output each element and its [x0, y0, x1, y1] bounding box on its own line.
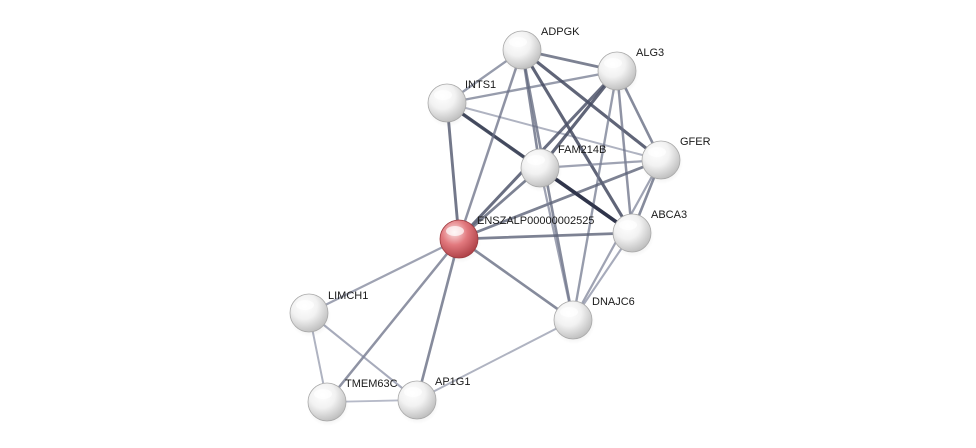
sphere-highlight: [446, 226, 464, 236]
edge-enszalp00000002525-tmem63c: [325, 237, 461, 404]
node-label-ap1g1: AP1G1: [435, 376, 470, 388]
edge-alg3-abca3: [615, 69, 634, 235]
edge-ap1g1-dnajc6: [416, 319, 574, 401]
node-label-limch1: LIMCH1: [328, 290, 368, 302]
sphere-highlight: [314, 389, 332, 399]
node-limch1[interactable]: LIMCH1: [289, 290, 368, 337]
edge-gfer-enszalp00000002525: [457, 158, 663, 241]
edge-enszalp00000002525-abca3: [457, 231, 634, 241]
node-label-alg3: ALG3: [636, 47, 664, 59]
edge-enszalp00000002525-limch1: [307, 237, 461, 315]
node-enszalp00000002525[interactable]: ENSZALP00000002525: [439, 215, 594, 263]
protein-sphere[interactable]: [597, 51, 637, 91]
node-dnajc6[interactable]: DNAJC6: [553, 296, 635, 344]
query-protein-sphere[interactable]: [439, 219, 479, 259]
node-label-tmem63c: TMEM63C: [345, 378, 398, 390]
protein-sphere[interactable]: [307, 382, 347, 422]
node-ints1[interactable]: INTS1: [427, 79, 496, 127]
protein-sphere[interactable]: [612, 213, 652, 253]
protein-sphere[interactable]: [289, 293, 329, 333]
node-gfer[interactable]: GFER: [641, 136, 711, 184]
node-label-enszalp00000002525: ENSZALP00000002525: [477, 215, 594, 227]
sphere-highlight: [404, 387, 422, 397]
sphere-highlight: [604, 58, 622, 68]
edge-ints1-alg3: [445, 69, 619, 105]
sphere-highlight: [648, 147, 666, 157]
edge-alg3-dnajc6: [571, 69, 619, 322]
protein-sphere[interactable]: [397, 380, 437, 420]
node-ap1g1[interactable]: AP1G1: [397, 376, 470, 424]
sphere-highlight: [434, 90, 452, 100]
node-label-abca3: ABCA3: [651, 209, 687, 221]
protein-sphere[interactable]: [520, 148, 560, 188]
node-alg3[interactable]: ALG3: [597, 47, 664, 95]
node-tmem63c[interactable]: TMEM63C: [307, 378, 398, 426]
sphere-highlight: [296, 300, 314, 310]
edge-enszalp00000002525-ap1g1: [415, 237, 461, 402]
sphere-highlight: [619, 220, 637, 230]
protein-sphere[interactable]: [502, 30, 542, 70]
node-abca3[interactable]: ABCA3: [612, 209, 687, 257]
protein-sphere[interactable]: [553, 300, 593, 340]
protein-sphere[interactable]: [641, 140, 681, 180]
edge-adpgk-enszalp00000002525: [457, 48, 524, 241]
node-fam214b[interactable]: FAM214B: [520, 144, 606, 192]
edge-fam214b-dnajc6: [538, 166, 575, 322]
node-label-ints1: INTS1: [465, 79, 496, 91]
sphere-highlight: [527, 155, 545, 165]
sphere-highlight: [509, 37, 527, 47]
node-label-fam214b: FAM214B: [558, 144, 606, 156]
sphere-highlight: [560, 307, 578, 317]
node-label-gfer: GFER: [680, 136, 711, 148]
node-label-dnajc6: DNAJC6: [592, 296, 635, 308]
edge-adpgk-abca3: [520, 48, 634, 235]
node-adpgk[interactable]: ADPGK: [502, 26, 580, 74]
node-label-adpgk: ADPGK: [541, 26, 580, 38]
protein-sphere[interactable]: [427, 83, 467, 123]
